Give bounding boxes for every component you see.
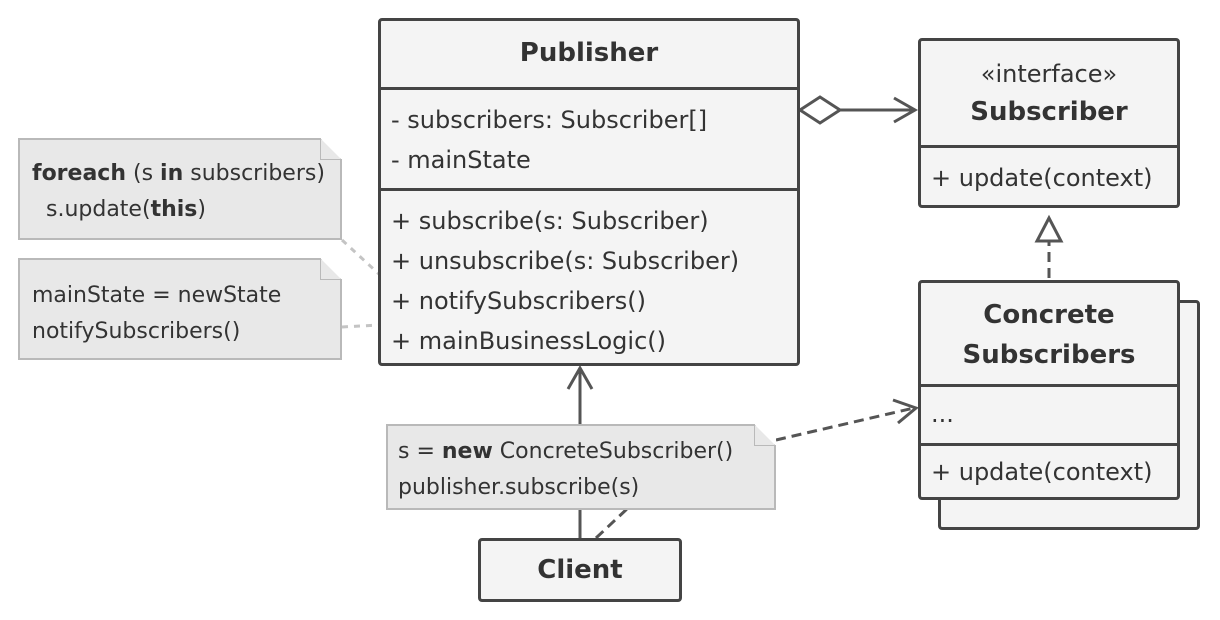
concrete-methods: + update(context) — [921, 443, 1177, 497]
publisher-field: - mainState — [391, 146, 531, 174]
keyword-this: this — [150, 197, 198, 222]
aggregation-diamond — [797, 95, 843, 125]
note-line: mainState = newState — [32, 283, 282, 308]
note-line: s.update(this) — [46, 197, 206, 222]
client-concrete-arrowhead — [892, 398, 919, 425]
aggregation-arrowhead — [893, 96, 919, 124]
client-class[interactable]: Client — [478, 538, 682, 602]
publisher-method: + notifySubscribers() — [391, 287, 646, 315]
note-line: foreach (s in subscribers) — [32, 161, 325, 186]
publisher-class[interactable]: Publisher - subscribers: Subscriber[] - … — [378, 18, 800, 366]
publisher-field: - subscribers: Subscriber[] — [391, 106, 708, 134]
concrete-title-line2: Subscribers — [962, 340, 1136, 370]
client-note-leader — [594, 506, 630, 540]
note-logic-leader — [341, 323, 381, 329]
subscriber-header: «interface» Subscriber — [921, 41, 1177, 145]
realization-triangle — [1034, 214, 1064, 243]
publisher-methods: + subscribe(s: Subscriber) + unsubscribe… — [381, 188, 797, 363]
note-notify-leader — [340, 238, 382, 277]
client-concrete-dependency — [775, 406, 915, 442]
concrete-header: Concrete Subscribers — [921, 283, 1177, 384]
subscriber-methods: + update(context) — [921, 145, 1177, 205]
publisher-method: + unsubscribe(s: Subscriber) — [391, 247, 740, 275]
keyword-foreach: foreach — [32, 161, 127, 186]
note-client-code: s = new ConcreteSubscriber() publisher.s… — [386, 424, 776, 510]
concrete-method: + update(context) — [931, 458, 1153, 486]
note-line: publisher.subscribe(s) — [398, 475, 640, 500]
client-title: Client — [537, 555, 623, 585]
note-fold-icon — [320, 138, 342, 160]
note-fold-icon — [320, 258, 342, 280]
concrete-fields: ... — [921, 384, 1177, 443]
subscriber-stereotype: «interface» — [980, 60, 1118, 88]
subscriber-title: Subscriber — [970, 97, 1128, 127]
concrete-title-line1: Concrete — [983, 300, 1115, 330]
publisher-fields: - subscribers: Subscriber[] - mainState — [381, 87, 797, 188]
note-fold-icon — [754, 424, 776, 446]
note-main-business-logic: mainState = newState notifySubscribers() — [18, 258, 342, 360]
keyword-in: in — [160, 161, 184, 186]
note-line: notifySubscribers() — [32, 319, 241, 344]
client-publisher-arrowhead — [566, 364, 594, 390]
note-notify-subscribers: foreach (s in subscribers) s.update(this… — [18, 138, 342, 240]
publisher-title: Publisher — [519, 38, 659, 68]
note-line: s = new ConcreteSubscriber() — [398, 439, 734, 464]
publisher-header: Publisher — [381, 21, 797, 87]
concrete-field: ... — [931, 400, 954, 428]
keyword-new: new — [441, 439, 493, 464]
publisher-method: + mainBusinessLogic() — [391, 327, 666, 355]
subscriber-interface[interactable]: «interface» Subscriber + update(context) — [918, 38, 1180, 208]
subscriber-method: + update(context) — [931, 164, 1153, 192]
concrete-subscribers-class[interactable]: Concrete Subscribers ... + update(contex… — [918, 280, 1180, 500]
publisher-method: + subscribe(s: Subscriber) — [391, 207, 709, 235]
